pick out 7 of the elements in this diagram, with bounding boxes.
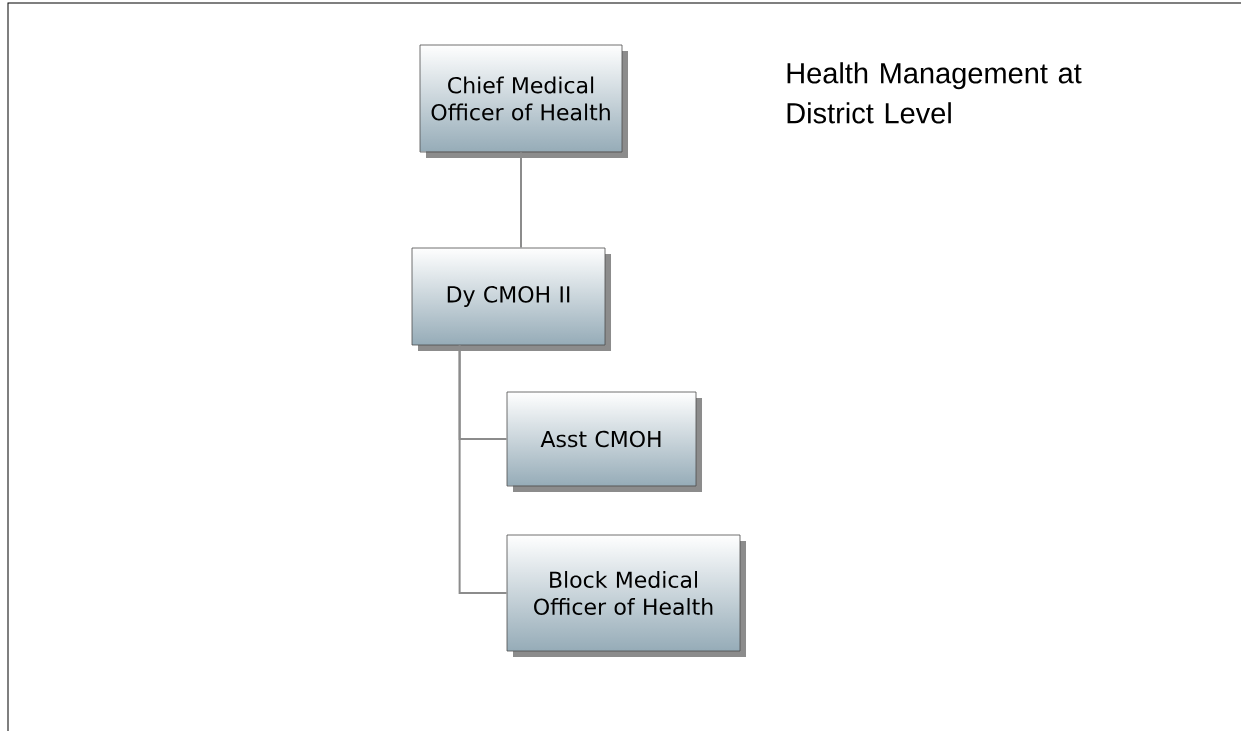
org-box: Asst CMOH — [506, 391, 702, 492]
connector-line — [520, 151, 522, 249]
org-box: Block Medical Officer of Health — [506, 534, 746, 657]
org-box: Dy CMOH II — [411, 247, 611, 351]
connector-line — [458, 344, 508, 594]
title: Health Management at District Level — [787, 62, 1082, 124]
org-box: Chief Medical Officer of Health — [419, 44, 628, 158]
